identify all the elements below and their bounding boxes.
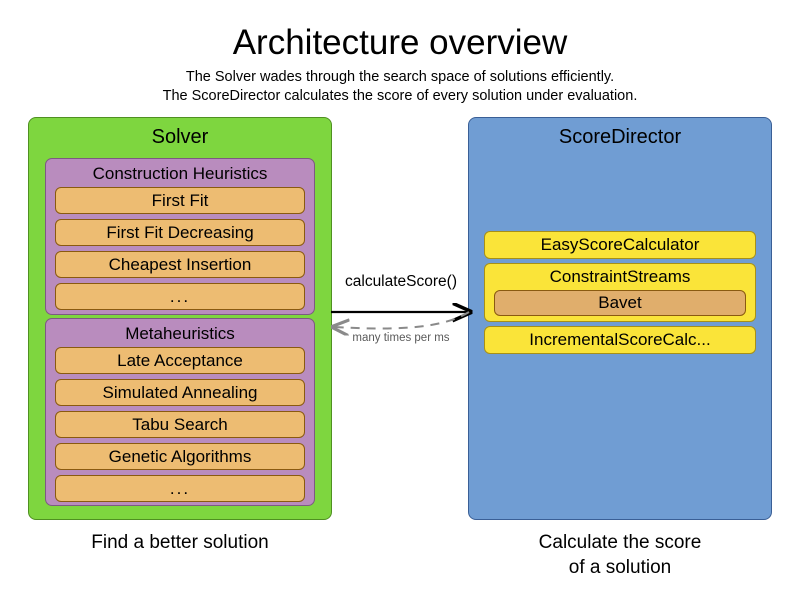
group-construction-heuristics-title: Construction Heuristics bbox=[92, 164, 268, 183]
group-metaheuristics: Metaheuristics Late Acceptance Simulated… bbox=[45, 318, 315, 506]
item-metaheuristics-more: ... bbox=[55, 475, 305, 502]
calc-constraint-streams-label: ConstraintStreams bbox=[549, 267, 691, 286]
calc-easy-score-calculator: EasyScoreCalculator bbox=[484, 231, 756, 259]
score-director-caption-line-1: Calculate the score bbox=[538, 532, 702, 553]
subtitle-line-2: The ScoreDirector calculates the score o… bbox=[162, 88, 638, 104]
score-director-panel-title: ScoreDirector bbox=[558, 126, 682, 148]
item-tabu-search: Tabu Search bbox=[55, 411, 305, 438]
calc-constraint-streams: ConstraintStreams Bavet bbox=[484, 263, 756, 322]
score-director-caption-line-2: of a solution bbox=[568, 557, 672, 578]
item-genetic-algorithms: Genetic Algorithms bbox=[55, 443, 305, 470]
item-cheapest-insertion: Cheapest Insertion bbox=[55, 251, 305, 278]
page-title: Architecture overview bbox=[232, 23, 568, 62]
score-director-caption: Calculate the score of a solution bbox=[468, 530, 772, 580]
calculator-stack: EasyScoreCalculator ConstraintStreams Ba… bbox=[484, 231, 756, 358]
many-times-per-ms-arrow bbox=[334, 311, 470, 328]
item-simulated-annealing: Simulated Annealing bbox=[55, 379, 305, 406]
solver-caption: Find a better solution bbox=[28, 530, 332, 555]
solver-panel-title: Solver bbox=[151, 126, 209, 148]
calc-incremental-score-calculator: IncrementalScoreCalc... bbox=[484, 326, 756, 354]
item-construction-more: ... bbox=[55, 283, 305, 310]
calculate-score-label: calculateScore() bbox=[345, 273, 457, 290]
solver-panel: Solver Construction Heuristics First Fit… bbox=[28, 117, 332, 520]
item-late-acceptance: Late Acceptance bbox=[55, 347, 305, 374]
group-construction-heuristics: Construction Heuristics First Fit First … bbox=[45, 158, 315, 315]
item-first-fit: First Fit bbox=[55, 187, 305, 214]
many-times-per-ms-label: many times per ms bbox=[352, 332, 450, 344]
subtitle-line-1: The Solver wades through the search spac… bbox=[185, 69, 615, 85]
solver-caption-line-1: Find a better solution bbox=[91, 532, 269, 553]
calc-bavet: Bavet bbox=[494, 290, 746, 316]
diagram-header: Architecture overview The Solver wades t… bbox=[0, 22, 800, 106]
group-metaheuristics-title: Metaheuristics bbox=[125, 324, 235, 343]
item-first-fit-decreasing: First Fit Decreasing bbox=[55, 219, 305, 246]
score-director-panel: ScoreDirector EasyScoreCalculator Constr… bbox=[468, 117, 772, 520]
